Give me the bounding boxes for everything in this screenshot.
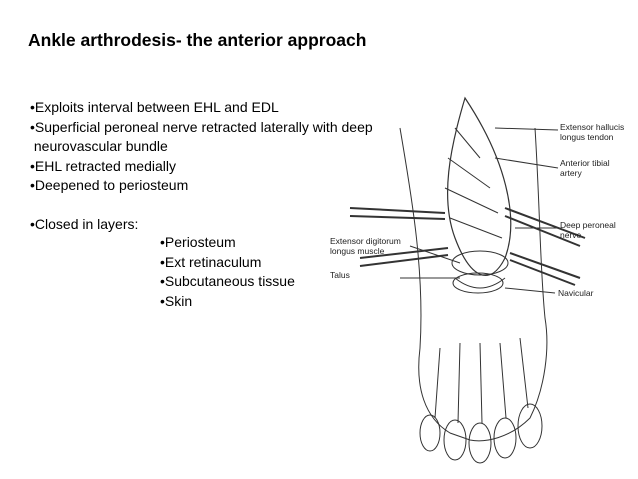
closed-layers-list: •Periosteum •Ext retinaculum •Subcutaneo… <box>160 233 295 311</box>
layer-item: •Periosteum <box>160 234 236 250</box>
label-edl-line2: longus muscle <box>330 246 385 256</box>
label-dpn-line2: nerve <box>560 230 582 240</box>
label-edl-line1: Extensor digitorum <box>330 236 401 246</box>
label-ata-line2: artery <box>560 168 582 178</box>
bullet-item: •Exploits interval between EHL and EDL <box>30 99 279 115</box>
ankle-anatomy-illustration: Extensor hallucis longus tendon Anterior… <box>330 96 624 464</box>
layer-item: •Skin <box>160 292 193 309</box>
layer-item: •Ext retinaculum <box>160 253 262 270</box>
label-ata-line1: Anterior tibial <box>560 158 610 168</box>
label-dpn-line1: Deep peroneal <box>560 220 616 230</box>
label-ehl-line2: longus tendon <box>560 132 614 142</box>
label-navicular: Navicular <box>558 288 594 298</box>
bullet-item: •Deepened to periosteum <box>30 177 189 193</box>
bullet-item: neurovascular bundle <box>30 138 168 154</box>
label-ehl-line1: Extensor hallucis <box>560 122 624 132</box>
closed-heading: •Closed in layers: <box>30 215 139 232</box>
bullet-item: •EHL retracted medially <box>30 157 176 174</box>
label-talus: Talus <box>330 270 350 280</box>
layer-item: •Subcutaneous tissue <box>160 273 295 289</box>
slide-title: Ankle arthrodesis- the anterior approach <box>28 30 367 50</box>
bullet-list: •Exploits interval between EHL and EDL •… <box>30 98 373 234</box>
bullet-item: •Superficial peroneal nerve retracted la… <box>30 118 373 135</box>
